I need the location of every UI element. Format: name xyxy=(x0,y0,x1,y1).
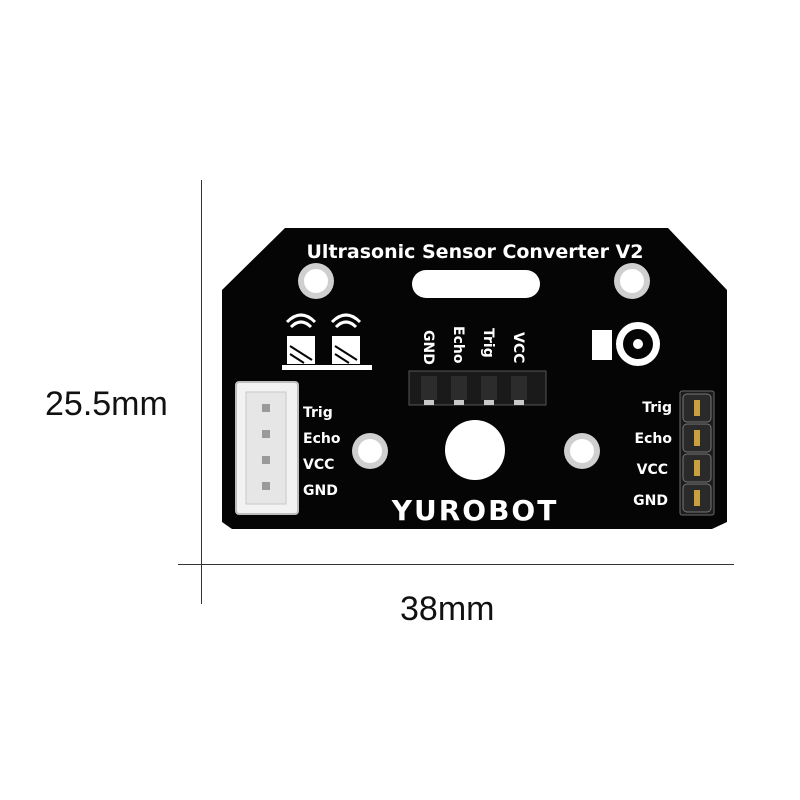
center-pin-header xyxy=(408,370,547,406)
jst-connector-left xyxy=(235,381,299,515)
right-pin-label: Trig xyxy=(642,400,672,416)
center-pin-label: Trig xyxy=(480,328,496,358)
right-pin-label: Echo xyxy=(635,431,673,447)
center-pin-label: GND xyxy=(420,330,436,365)
left-pin-label: GND xyxy=(303,483,338,499)
mounting-hole-top-left xyxy=(298,263,334,299)
center-pin-label: Echo xyxy=(450,326,466,364)
height-dimension-line xyxy=(201,180,202,604)
width-dimension-line xyxy=(178,564,734,565)
right-pin-label: GND xyxy=(633,493,668,509)
center-pin-label: VCC xyxy=(510,332,526,363)
mounting-hole-mid-right xyxy=(564,433,600,469)
board-title: Ultrasonic Sensor Converter V2 xyxy=(307,241,644,263)
mounting-hole-top-right xyxy=(614,263,650,299)
center-hole xyxy=(445,420,505,480)
width-dimension-label: 38mm xyxy=(400,590,495,628)
ultrasonic-sensor-icon xyxy=(282,313,372,370)
potentiometer-icon xyxy=(592,322,660,366)
mounting-hole-mid-left xyxy=(352,433,388,469)
right-pin-label: VCC xyxy=(637,462,668,478)
top-slot xyxy=(412,270,540,298)
left-pin-label: Echo xyxy=(303,431,341,447)
right-pin-header xyxy=(679,390,715,516)
height-dimension-label: 25.5mm xyxy=(45,385,168,423)
left-pin-label: Trig xyxy=(303,405,333,421)
brand-logo: YUROBOT xyxy=(391,494,559,527)
left-pin-label: VCC xyxy=(303,457,334,473)
